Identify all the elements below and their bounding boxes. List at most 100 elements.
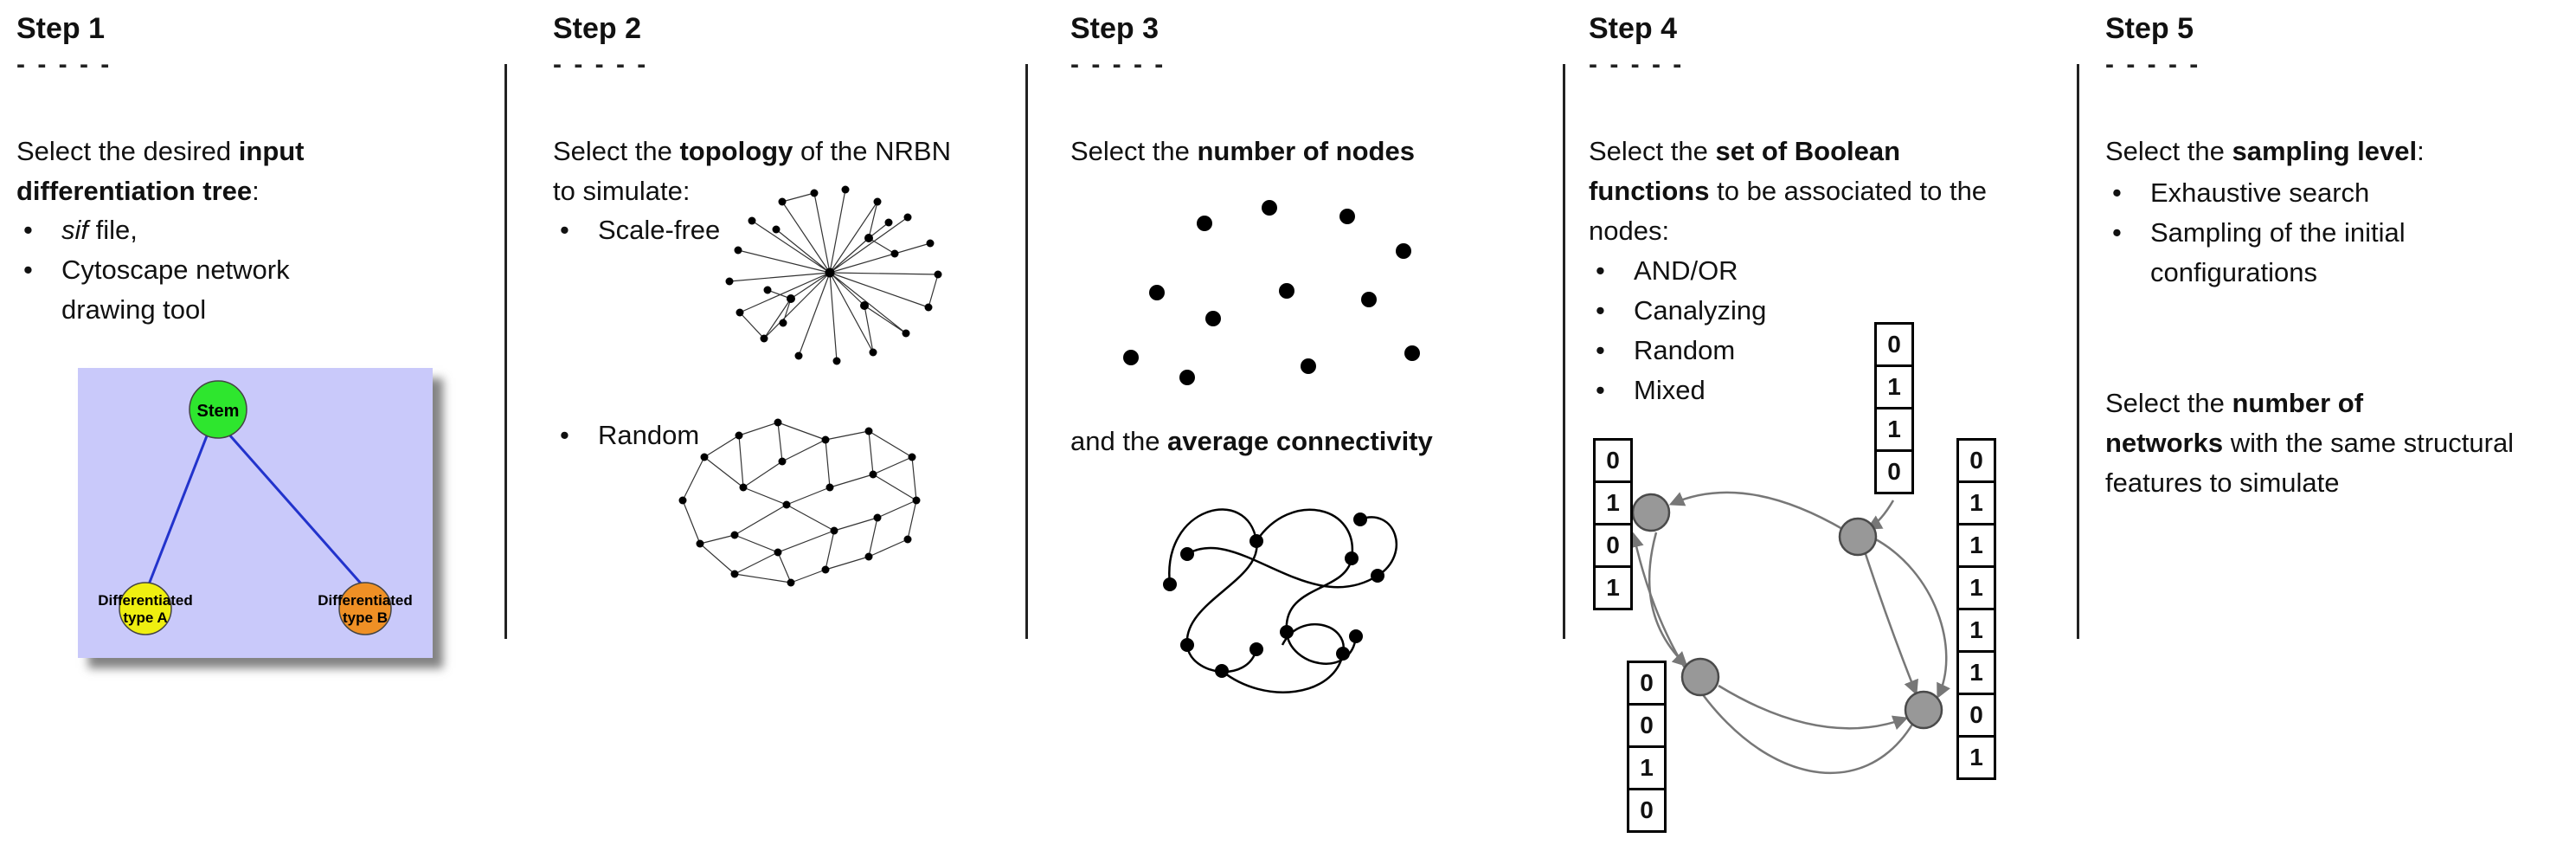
connectivity-graphic <box>1163 508 1398 693</box>
step-5-second-bold-1: number of <box>2232 388 2364 418</box>
step-3-column: Step 3 - - - - - Select the number of no… <box>1070 0 1551 851</box>
differentiated-b-node <box>338 582 392 635</box>
bullet-icon: • <box>2112 217 2122 248</box>
truth-table-cell: 0 <box>1956 693 1996 738</box>
random-edges <box>682 422 917 583</box>
step-4-title: Step 4 <box>1589 12 1678 45</box>
step-5-intro-text: Select the <box>2105 136 2232 166</box>
network-node <box>1838 517 1878 557</box>
network-arrows <box>1628 491 1950 775</box>
truth-table-cell: 0 <box>1627 661 1667 706</box>
differentiated-a-label-line1: Differentiated <box>98 592 193 609</box>
scatter-dots <box>1123 200 1420 385</box>
step-1-intro-text: Select the desired <box>16 136 239 166</box>
step-3-dashes: - - - - - <box>1070 50 1166 79</box>
sif-rest: file, <box>88 215 138 245</box>
step-5-bullet-2: Sampling of the initial configurations <box>2150 217 2406 287</box>
truth-table-cell: 1 <box>1956 565 1996 610</box>
step-5-intro-suffix: : <box>2417 136 2425 166</box>
list-item: • Exhaustive search <box>2105 173 2512 213</box>
step-2-intro-bold: topology <box>679 136 793 166</box>
truth-table-cell: 1 <box>1956 480 1996 525</box>
step-4-intro: Select the set of Boolean functions to b… <box>1589 132 1995 251</box>
step-2-bullet-random: • Random <box>553 416 899 455</box>
step-1-intro-suffix: : <box>252 176 260 206</box>
sif-italic: sif <box>61 215 88 245</box>
truth-table-cell: 0 <box>1874 322 1914 367</box>
nodes-scatter-graphic <box>1123 200 1420 385</box>
step-3-intro: Select the number of nodes <box>1070 132 1542 171</box>
step-4-intro-suffix: to be associated to the nodes: <box>1589 176 1988 246</box>
step-5-column: Step 5 - - - - - Select the sampling lev… <box>2105 0 2564 851</box>
step-5-intro: Select the sampling level: <box>2105 132 2538 171</box>
step-1-title: Step 1 <box>16 12 106 45</box>
truth-table-cell: 1 <box>1627 745 1667 790</box>
step-4-bullets: • AND/OR • Canalyzing • Random • Mixed <box>1589 251 1935 410</box>
list-item: • Scale-free <box>553 210 899 250</box>
truth-table-cell: 0 <box>1627 788 1667 833</box>
column-divider <box>1025 64 1028 639</box>
step-4-bullet-2: Canalyzing <box>1634 295 1767 326</box>
list-item: • Mixed <box>1589 371 1935 410</box>
step-5-bullet-1: Exhaustive search <box>2150 177 2370 208</box>
differentiated-b-label-line2: type B <box>343 609 388 626</box>
bullet-icon: • <box>560 215 569 245</box>
step-5-second-suffix: with the same structural features to sim… <box>2105 428 2515 498</box>
step-1-intro-bold: input differentiation tree <box>16 136 305 206</box>
step-1-bullet-2: Cytoscape network drawing tool <box>61 255 290 325</box>
step-4-dashes: - - - - - <box>1589 50 1685 79</box>
step-3-intro-bold: number of nodes <box>1197 136 1415 166</box>
column-divider <box>504 64 507 639</box>
random-network-graphic <box>678 418 921 587</box>
bullet-icon: • <box>560 420 569 450</box>
bullet-icon: • <box>1596 295 1605 326</box>
truth-table-cell: 1 <box>1956 650 1996 695</box>
step-2-column: Step 2 - - - - - Select the topology of … <box>553 0 1012 851</box>
step-5-second-text: Select the <box>2105 388 2232 418</box>
bullet-icon: • <box>1596 375 1605 405</box>
bullet-icon: • <box>23 215 33 245</box>
truth-table-cell: 1 <box>1956 523 1996 568</box>
truth-table-cell: 1 <box>1593 565 1633 610</box>
network-node <box>1904 690 1943 730</box>
truth-table-cell: 0 <box>1593 523 1633 568</box>
scale-free-edges <box>729 189 939 362</box>
step-1-column: Step 1 - - - - - Select the desired inpu… <box>16 0 501 851</box>
step-3-second-bold: average connectivity <box>1167 426 1433 456</box>
step-4-column: Step 4 - - - - - Select the set of Boole… <box>1589 0 2073 851</box>
boolean-network-svg <box>1628 491 1950 775</box>
truth-table-cell: 1 <box>1593 480 1633 525</box>
step-2-intro-suffix: of the NRBN to simulate: <box>553 136 951 206</box>
connectivity-curves <box>1168 508 1398 693</box>
differentiated-b-label-line1: Differentiated <box>318 592 413 609</box>
differentiation-tree-graphic: Stem Differentiated type A Differentiate… <box>78 368 433 658</box>
step-1-bullet-1: sif file, <box>61 210 356 250</box>
step-2-intro-text: Select the <box>553 136 680 166</box>
network-node <box>1680 657 1720 697</box>
random-nodes <box>678 418 921 587</box>
step-4-bullet-1: AND/OR <box>1634 255 1738 286</box>
truth-table-cell: 1 <box>1874 364 1914 409</box>
stem-node <box>189 380 247 439</box>
network-node <box>1631 493 1671 532</box>
truth-table-cell: 1 <box>1956 608 1996 653</box>
list-item: • Cytoscape network drawing tool <box>16 250 466 330</box>
step-3-title: Step 3 <box>1070 12 1160 45</box>
scale-free-network-graphic <box>725 185 942 365</box>
step-5-intro-bold: sampling level <box>2232 136 2418 166</box>
truth-table-cell: 0 <box>1627 703 1667 748</box>
step-1-intro: Select the desired input differentiation… <box>16 132 466 211</box>
list-item: • AND/OR <box>1589 251 1935 291</box>
step-4-bullet-4: Mixed <box>1634 375 1706 405</box>
random-label: Random <box>598 420 700 450</box>
step-3-second: and the average connectivity <box>1070 422 1542 461</box>
step-5-bullets: • Exhaustive search • Sampling of the in… <box>2105 173 2512 293</box>
differentiated-a-node <box>119 582 172 635</box>
step-3-intro-text: Select the <box>1070 136 1198 166</box>
stem-label: Stem <box>197 402 240 421</box>
differentiated-a-label-line2: type A <box>123 609 167 626</box>
